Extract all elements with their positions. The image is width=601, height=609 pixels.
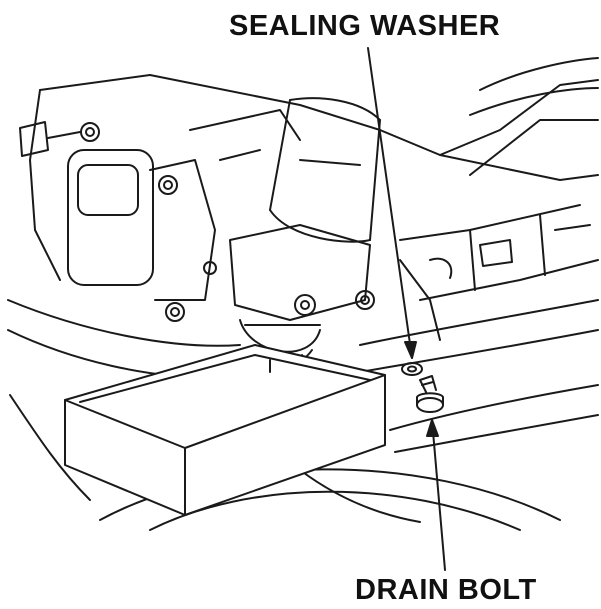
drain-bolt-label: DRAIN BOLT	[355, 574, 537, 606]
drain-bolt-part	[416, 375, 444, 413]
drain-housing	[203, 224, 375, 366]
drain-pan	[64, 344, 386, 516]
sealing-washer-part	[401, 362, 423, 376]
leader-lines	[367, 47, 446, 571]
side-cover	[19, 121, 216, 322]
sealing-washer-label: SEALING WASHER	[229, 10, 501, 42]
exhaust-pipe	[269, 57, 599, 243]
frame-tubes	[7, 299, 599, 531]
